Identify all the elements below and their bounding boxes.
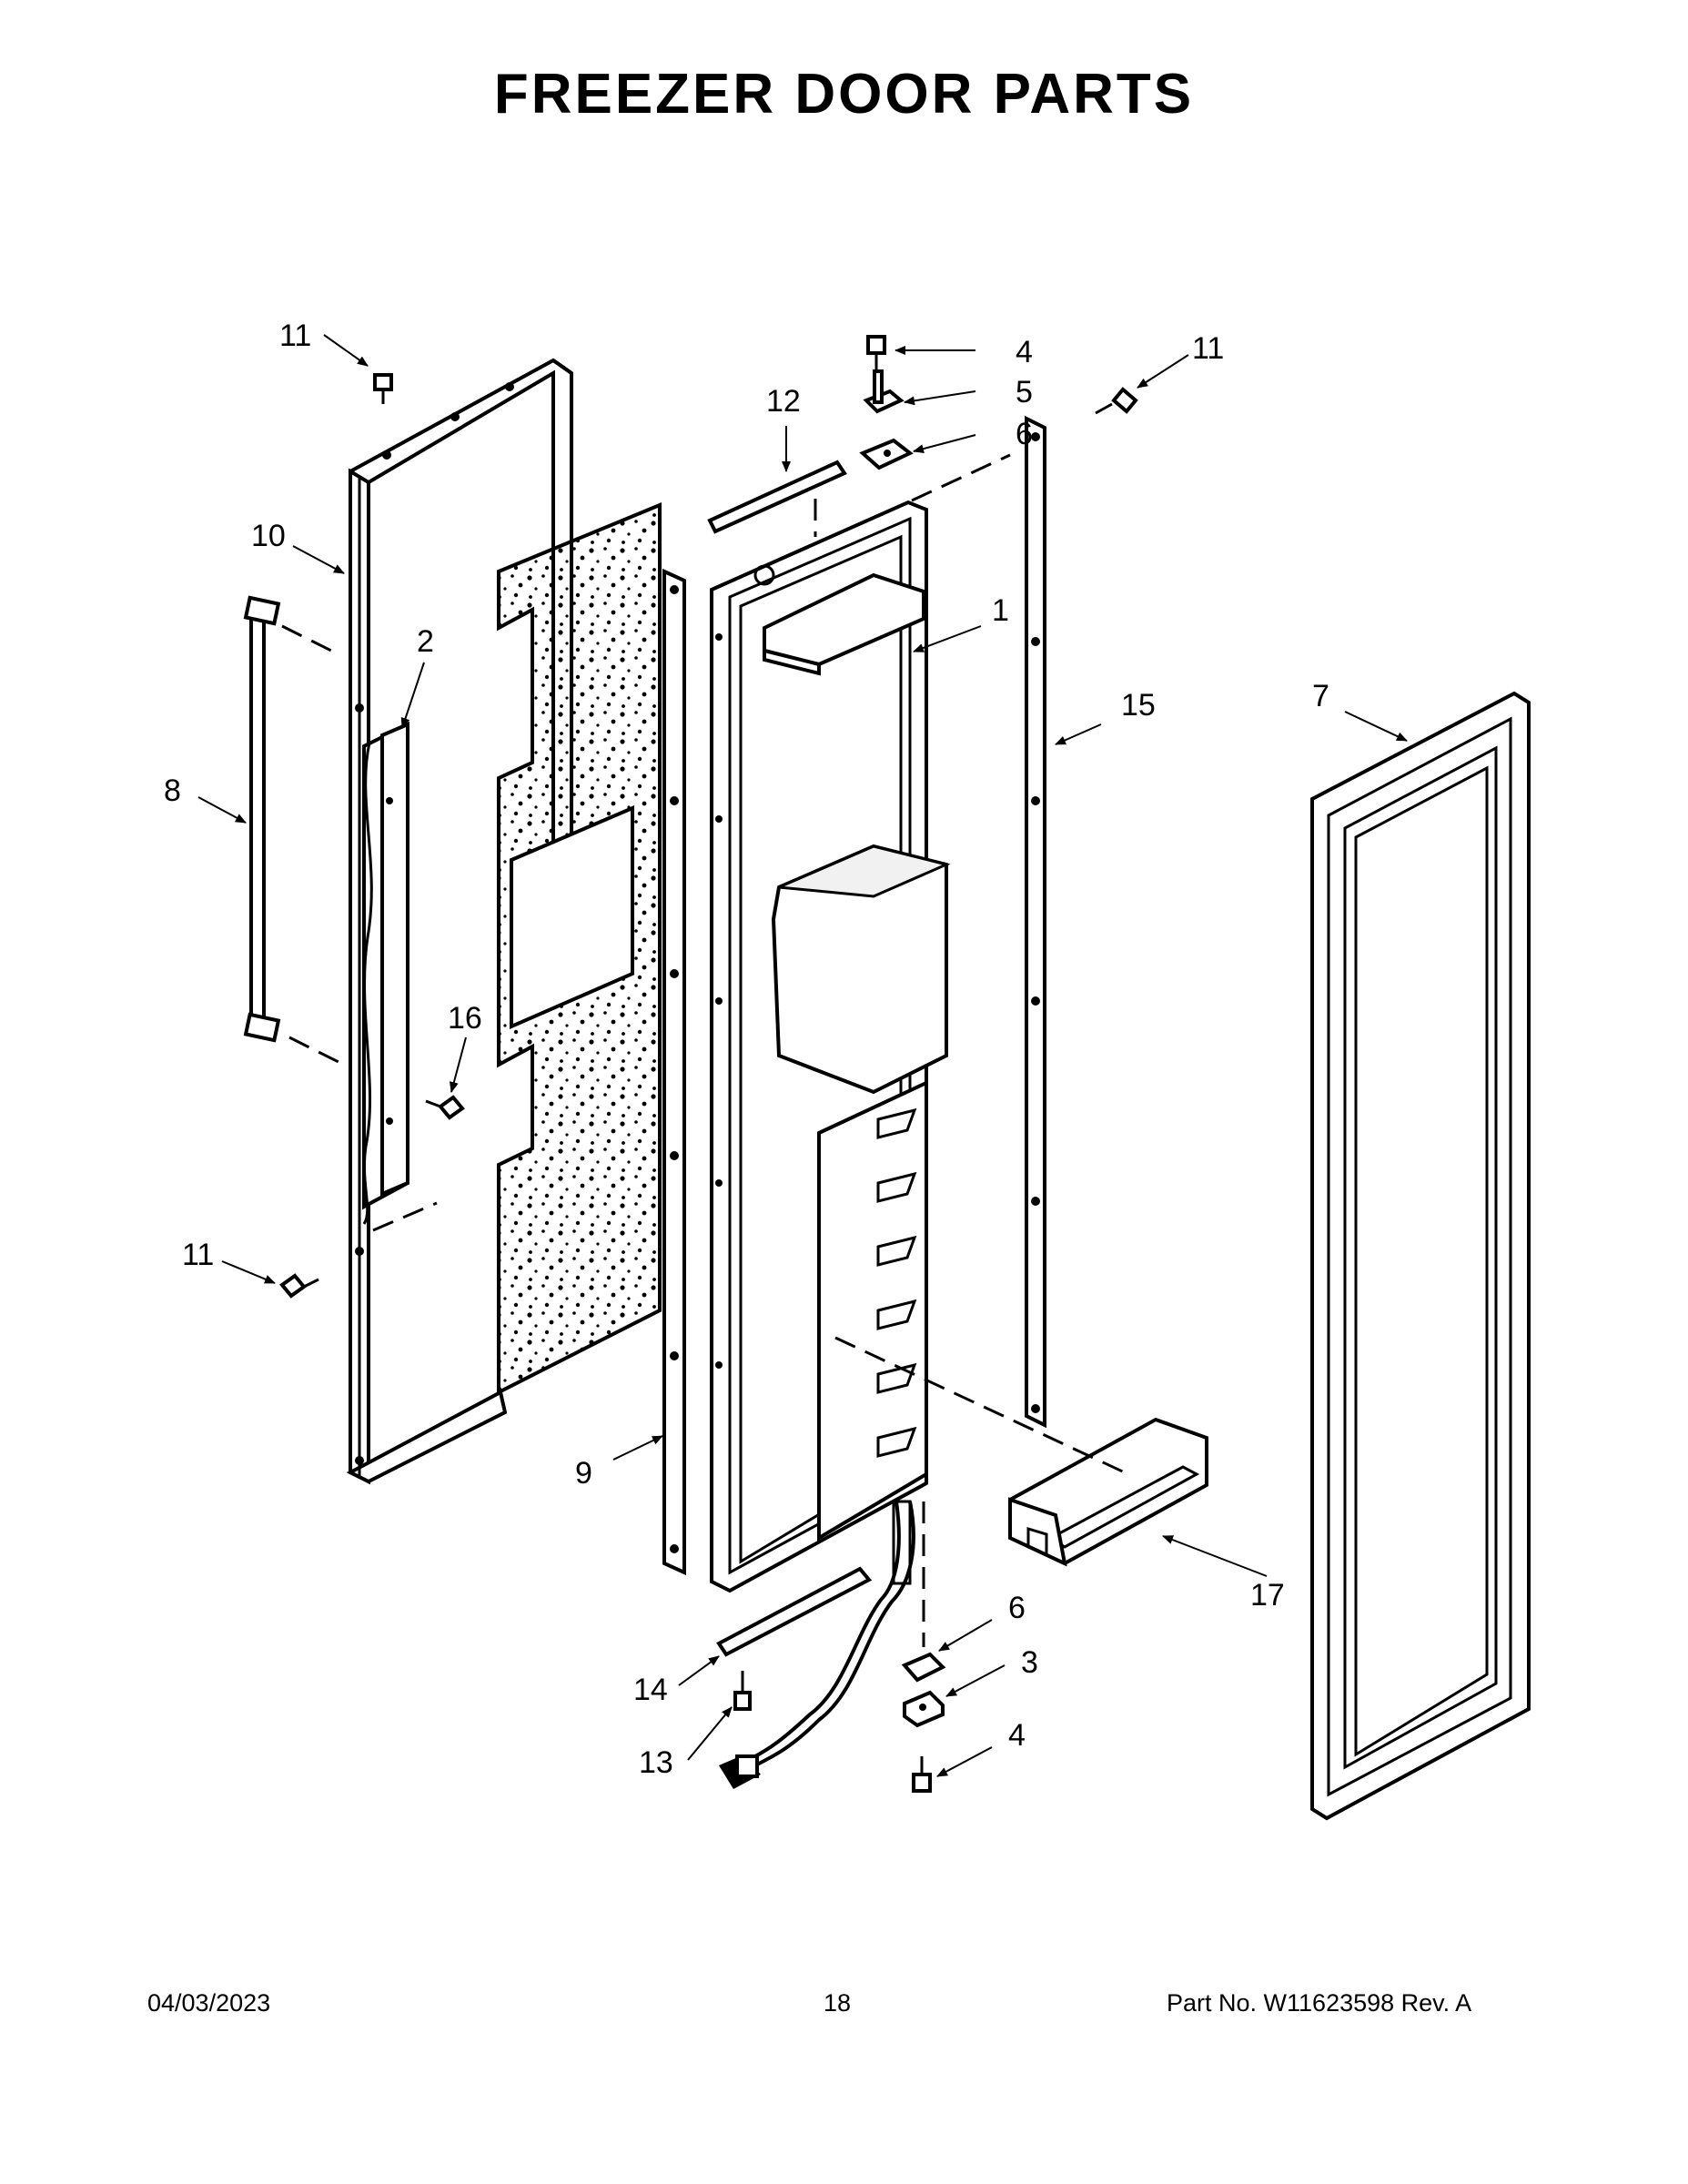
callout-9: 9	[575, 1456, 592, 1491]
screw-part-4-bottom	[912, 1773, 932, 1793]
screw-part-11-top-left	[373, 373, 393, 391]
callout-16: 16	[448, 1001, 482, 1036]
callout-15: 15	[1121, 688, 1156, 723]
screw-part-13	[733, 1691, 752, 1711]
leader-arrows	[197, 334, 1408, 1777]
callout-6-bottom: 6	[1008, 1591, 1026, 1625]
cam-part-6-bottom	[901, 1652, 946, 1683]
door-frame-part-10	[346, 358, 573, 1485]
screw-part-4-top	[866, 335, 886, 355]
door-liner-part-1	[710, 500, 951, 1593]
footer-part-number: Part No. W11623598 Rev. A	[1167, 1989, 1472, 2017]
callout-labels: 11 4 5 6 11 12 10 2 8 1 15 7 16 11 9 17 …	[164, 318, 1329, 1780]
callout-5: 5	[1016, 375, 1033, 410]
bracket-part-2	[362, 721, 409, 1225]
callout-7: 7	[1312, 679, 1329, 713]
callout-13: 13	[639, 1745, 673, 1780]
callout-11-bottom-left: 11	[182, 1238, 214, 1272]
bin-part-17	[1008, 1417, 1208, 1567]
callout-4-top: 4	[1016, 335, 1033, 369]
screw-part-16	[438, 1095, 465, 1120]
alignment-lines	[281, 453, 1129, 1647]
top-strip-part-12	[707, 460, 847, 534]
page-title: FREEZER DOOR PARTS	[493, 63, 1195, 126]
callout-14: 14	[633, 1673, 668, 1707]
screw-part-11-top-right	[1111, 387, 1138, 414]
callout-17: 17	[1250, 1578, 1285, 1613]
callout-3: 3	[1021, 1645, 1038, 1680]
callout-11-top-left: 11	[279, 318, 311, 353]
screw-part-11-bottom-left	[279, 1273, 307, 1299]
callout-4-bottom: 4	[1008, 1718, 1026, 1753]
wire-harness	[719, 1500, 915, 1789]
callout-11-top-right: 11	[1192, 331, 1224, 366]
bottom-hinge-parts	[733, 1652, 946, 1793]
bottom-strip-part-14	[716, 1566, 873, 1657]
footer-page-number: 18	[824, 1989, 852, 2017]
callout-10: 10	[251, 519, 286, 553]
callout-12: 12	[766, 384, 801, 419]
strip-part-9	[662, 568, 686, 1576]
callout-1: 1	[992, 593, 1009, 628]
callout-2: 2	[417, 624, 434, 659]
screws	[279, 373, 1138, 1299]
footer-date: 04/03/2023	[147, 1989, 271, 2017]
callout-6-top: 6	[1016, 417, 1033, 451]
strip-part-15	[1025, 415, 1046, 1429]
rod-part-8	[243, 595, 281, 1043]
callout-8: 8	[164, 774, 181, 808]
insulation-panel	[497, 502, 662, 1396]
top-hinge-parts	[859, 335, 914, 470]
gasket-part-7	[1310, 691, 1531, 1821]
